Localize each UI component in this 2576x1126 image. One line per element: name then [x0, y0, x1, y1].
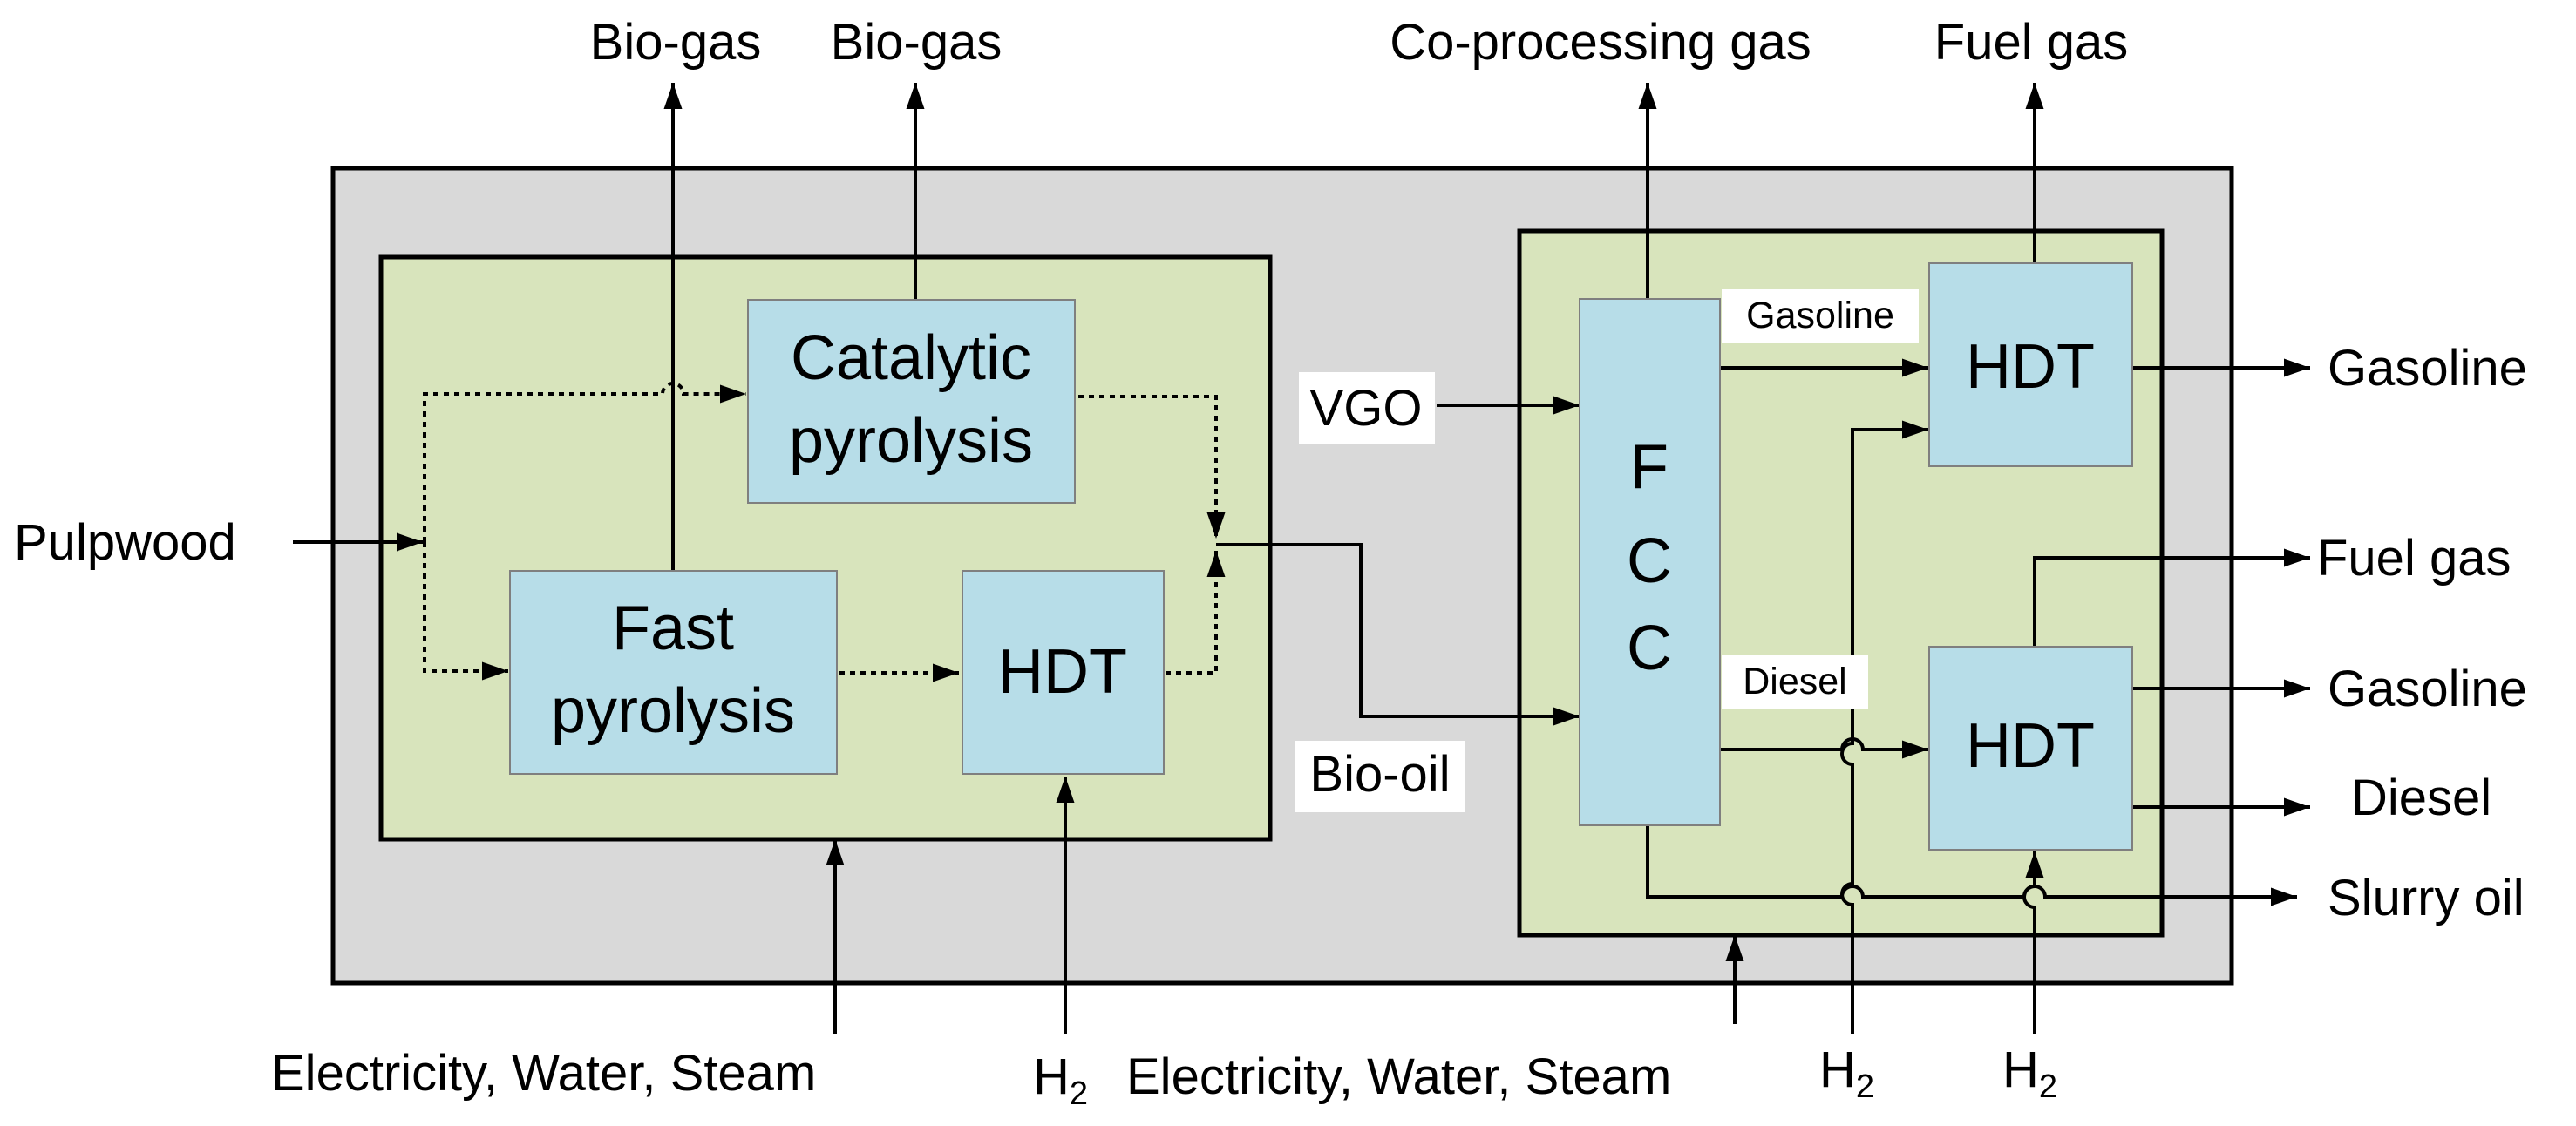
- hdt-top-label: HDT: [1966, 332, 2095, 402]
- fcc-label-f: F: [1630, 432, 1669, 502]
- pulpwood-label: Pulpwood: [14, 514, 236, 571]
- h2-left-sub: 2: [1070, 1075, 1088, 1112]
- catalytic-pyrolysis-label-1: Catalytic: [791, 323, 1031, 393]
- utilities-left-label: Electricity, Water, Steam: [271, 1045, 816, 1102]
- h2-mid-base: H: [1819, 1041, 1856, 1098]
- fcc-diesel-arrow: [1716, 737, 1928, 759]
- catalytic-pyrolysis-box: [747, 299, 1076, 504]
- diesel-stream-label: Diesel: [1743, 661, 1847, 702]
- fcc-label-c1: C: [1627, 526, 1672, 596]
- fast-pyrolysis-box: [509, 570, 838, 775]
- bio-oil-label-bg: [1295, 741, 1465, 812]
- h2-mid-sub: 2: [1856, 1068, 1874, 1105]
- hdt-left-label: HDT: [998, 637, 1127, 707]
- catalytic-pyrolysis-label-2: pyrolysis: [789, 406, 1033, 476]
- h2-to-top-hdt-path: [1840, 420, 1928, 1034]
- fast-pyrolysis-label-1: Fast: [612, 594, 734, 663]
- gasoline-mid-label: Gasoline: [2328, 661, 2527, 717]
- fcc-box: [1579, 298, 1721, 826]
- hdt-bottom-label: HDT: [1966, 711, 2095, 781]
- vgo-label: VGO: [1310, 380, 1423, 437]
- hdt-top-box: [1928, 262, 2133, 467]
- fast-pyrolysis-label-2: pyrolysis: [551, 676, 795, 746]
- utilities-right-label: Electricity, Water, Steam: [1126, 1048, 1671, 1105]
- vgo-label-bg: [1299, 372, 1435, 444]
- fuel-gas-top-label: Fuel gas: [1934, 14, 2128, 71]
- slurry-oil-arrow: [1646, 825, 2297, 906]
- biogas-label-2: Bio-gas: [831, 14, 1003, 71]
- biogas-label-1: Bio-gas: [590, 14, 762, 71]
- h2-to-bottom-hdt-path: [2022, 851, 2044, 1034]
- bio-oil-label: Bio-oil: [1309, 746, 1450, 803]
- gasoline-top-label: Gasoline: [2328, 340, 2527, 397]
- gasoline-stream-label-bg: [1722, 289, 1919, 343]
- h2-left-label: H2: [1033, 1048, 1088, 1112]
- catalytic-to-junction-path: [1078, 395, 1226, 539]
- diesel-stream-label-bg: [1722, 655, 1868, 709]
- hdt-left-box: [962, 570, 1165, 775]
- slurry-oil-label: Slurry oil: [2328, 870, 2525, 926]
- fcc-label-c2: C: [1627, 614, 1672, 683]
- h2-right-label: H2: [2002, 1041, 2057, 1105]
- fuel-gas-mid-label: Fuel gas: [2317, 530, 2511, 587]
- feed-to-fast-pyrolysis-path: [423, 542, 508, 681]
- gasoline-stream-label: Gasoline: [1746, 295, 1894, 336]
- coprocessing-gas-label: Co-processing gas: [1390, 14, 1811, 71]
- bio-oil-to-fcc-path: [1216, 543, 1580, 726]
- diesel-label: Diesel: [2351, 770, 2491, 826]
- hdt-bottom-box: [1928, 646, 2133, 851]
- fuel-gas-mid-path: [2033, 548, 2310, 647]
- h2-right-sub: 2: [2039, 1068, 2057, 1105]
- h2-right-base: H: [2002, 1041, 2039, 1098]
- h2-mid-label: H2: [1819, 1041, 1874, 1105]
- h2-left-base: H: [1033, 1048, 1070, 1105]
